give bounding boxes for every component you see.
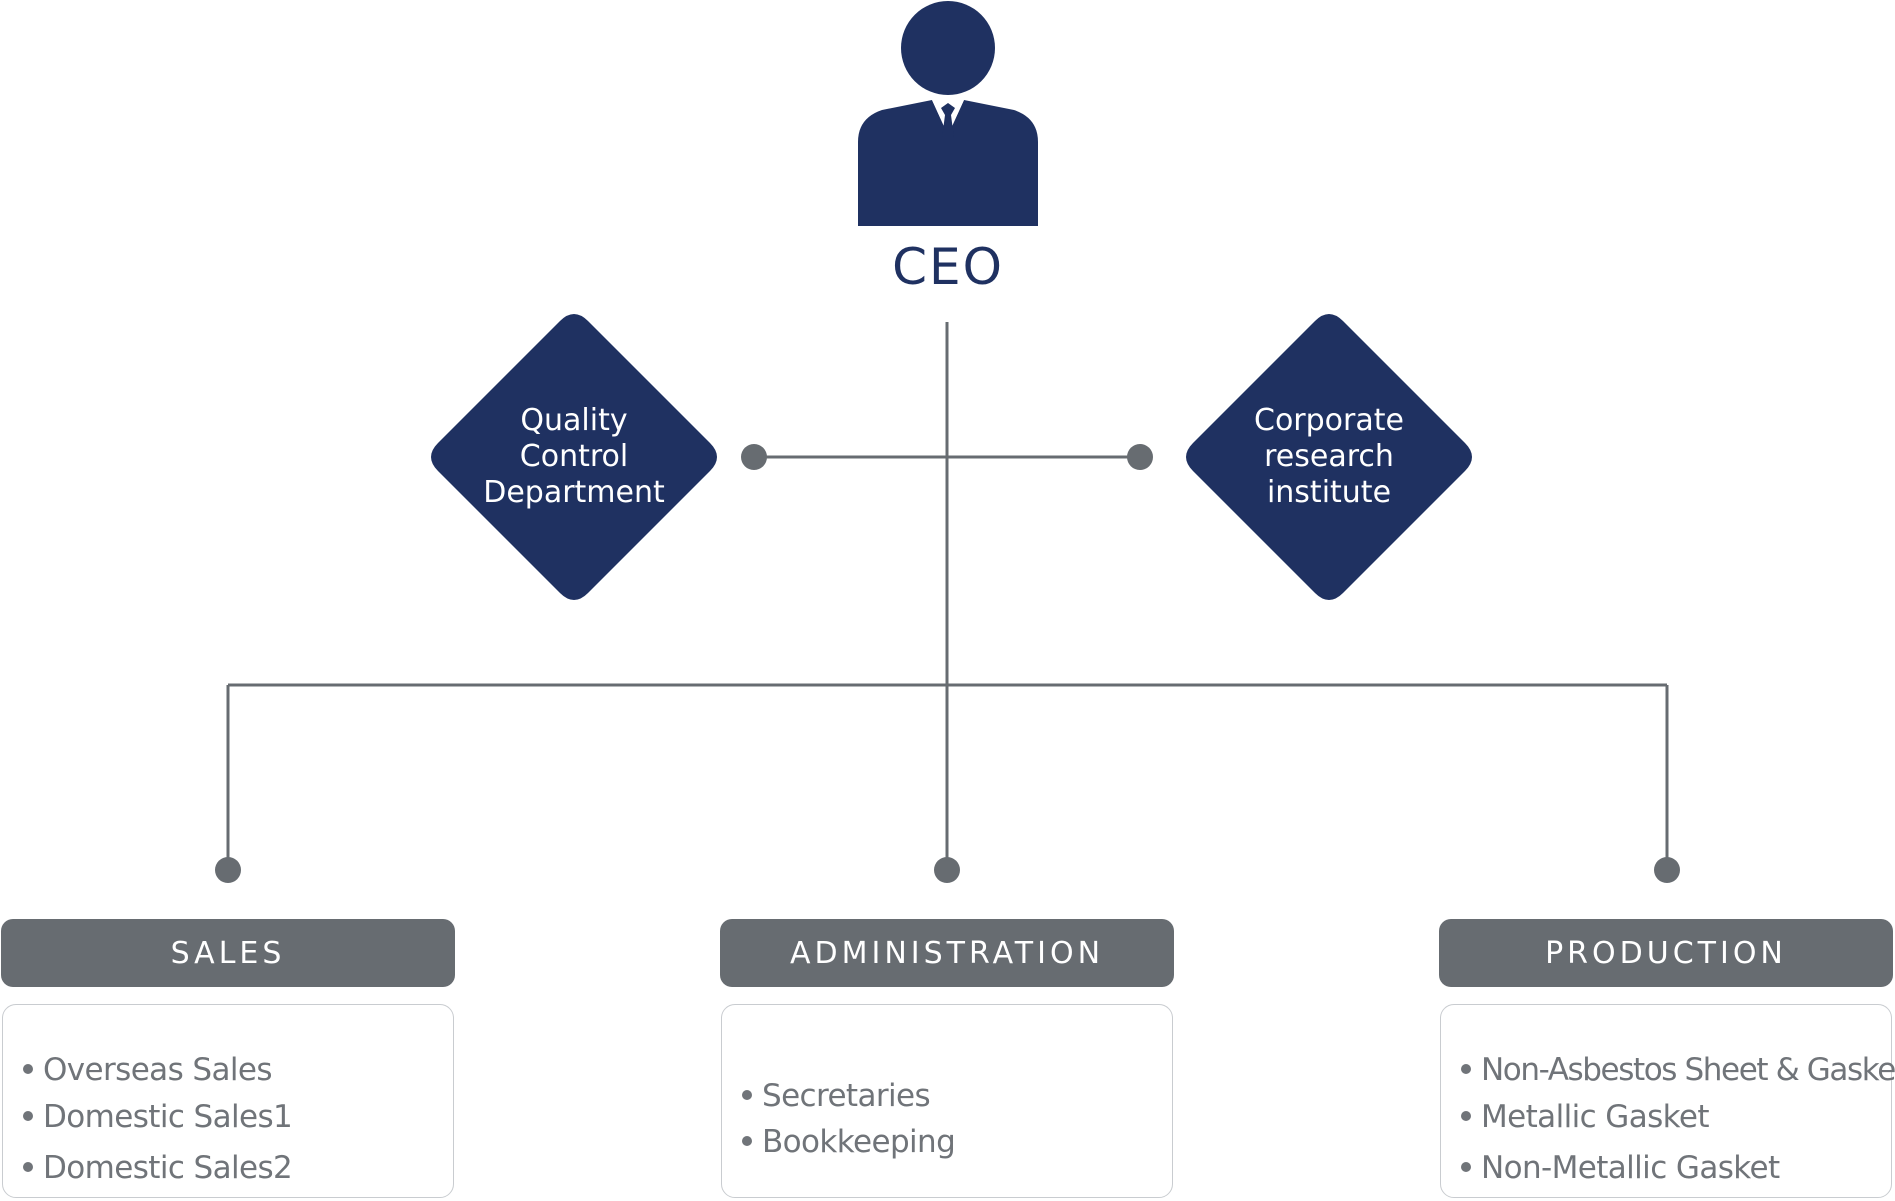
list-item: Overseas Sales xyxy=(23,1050,273,1090)
quality-control-department-label: Quality Control Department xyxy=(454,307,694,607)
quality-control-department-node: Quality Control Department xyxy=(424,307,724,607)
list-item-text: Non-Asbestos Sheet & Gasket xyxy=(1481,1052,1895,1088)
production-junction-dot xyxy=(1654,857,1680,883)
sales-header: SALES xyxy=(1,919,455,987)
administration-items-list: Secretaries Bookkeeping xyxy=(721,1004,1173,1198)
list-item: Non-Metallic Gasket xyxy=(1461,1148,1780,1188)
ceo-label: CEO xyxy=(892,238,1004,296)
corporate-research-institute-label: Corporate research institute xyxy=(1209,307,1449,607)
research-label-line-1: Corporate xyxy=(1254,403,1404,438)
quality-label-line-2: Control xyxy=(519,439,629,474)
list-item-text: Domestic Sales2 xyxy=(43,1150,293,1186)
list-item-text: Overseas Sales xyxy=(43,1052,273,1088)
administration-header: ADMINISTRATION xyxy=(720,919,1174,987)
bullet-dot xyxy=(1461,1063,1471,1074)
bullet-dot xyxy=(1461,1161,1471,1172)
research-junction-dot xyxy=(1127,444,1153,470)
administration-junction-dot xyxy=(934,857,960,883)
bullet-dot xyxy=(742,1135,752,1146)
list-item-text: Metallic Gasket xyxy=(1481,1099,1710,1135)
quality-diamond-shape xyxy=(431,314,717,600)
bullet-dot xyxy=(742,1089,752,1100)
list-item: Non-Asbestos Sheet & Gasket xyxy=(1461,1050,1895,1090)
list-item-text: Non-Metallic Gasket xyxy=(1481,1150,1780,1186)
list-item-text: Domestic Sales1 xyxy=(43,1099,293,1135)
research-diamond-shape xyxy=(1186,314,1472,600)
research-label-line-3: institute xyxy=(1266,475,1392,510)
quality-label-line-1: Quality xyxy=(520,403,628,438)
list-item-text: Secretaries xyxy=(762,1078,931,1114)
list-item: Metallic Gasket xyxy=(1461,1097,1710,1137)
list-item: Domestic Sales2 xyxy=(23,1148,293,1188)
quality-label-line-3: Department xyxy=(483,475,665,510)
bullet-dot xyxy=(23,1161,33,1172)
production-header: PRODUCTION xyxy=(1439,919,1893,987)
bullet-dot xyxy=(23,1063,33,1074)
production-items-list: Non-Asbestos Sheet & Gasket Metallic Gas… xyxy=(1440,1004,1895,1198)
person-with-tie-icon xyxy=(858,1,1038,226)
list-item: Secretaries xyxy=(742,1076,931,1116)
sales-junction-dot xyxy=(215,857,241,883)
quality-junction-dot xyxy=(741,444,767,470)
sales-items-list: Overseas Sales Domestic Sales1 Domestic … xyxy=(2,1004,454,1198)
research-label-line-2: research xyxy=(1264,439,1394,474)
list-item: Bookkeeping xyxy=(742,1122,956,1162)
list-item-text: Bookkeeping xyxy=(762,1124,956,1160)
list-item: Domestic Sales1 xyxy=(23,1097,293,1137)
corporate-research-institute-node: Corporate research institute xyxy=(1179,307,1479,607)
bullet-dot xyxy=(23,1110,33,1121)
bullet-dot xyxy=(1461,1110,1471,1121)
